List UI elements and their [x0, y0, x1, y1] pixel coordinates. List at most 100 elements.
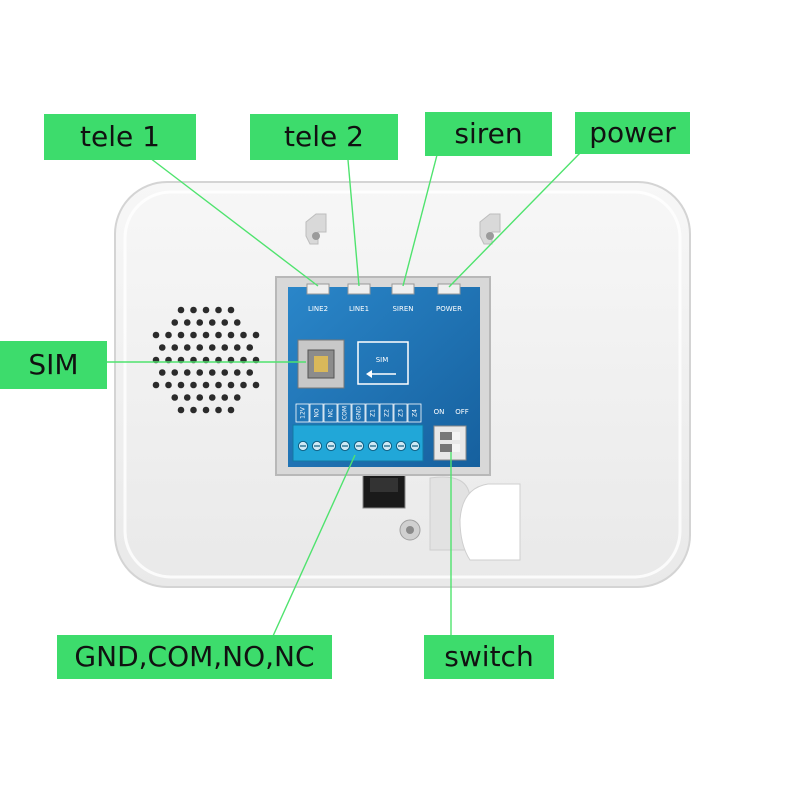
switch-label: switch	[424, 635, 554, 679]
line1-text: LINE1	[349, 305, 369, 313]
terminal-label-box	[407, 403, 422, 423]
speaker-hole	[177, 381, 185, 389]
speaker-hole	[221, 369, 229, 376]
on-text: ON	[434, 408, 445, 416]
terminal-label-text: NC	[328, 409, 335, 418]
speaker-hole	[202, 306, 210, 314]
terminal-label-text: GND	[356, 406, 363, 420]
sim-board-text: SIM	[376, 356, 389, 364]
speaker-hole	[221, 394, 229, 401]
speaker-hole	[171, 394, 179, 401]
speaker-hole	[215, 381, 222, 389]
sim-marking: SIM	[357, 341, 409, 385]
speaker-hole	[177, 406, 185, 414]
terminal-label-text: Z4	[412, 409, 419, 417]
power-socket	[437, 283, 461, 295]
speaker-hole	[171, 369, 179, 376]
speaker-hole	[183, 319, 191, 326]
terminal-label-box	[295, 403, 310, 423]
terminal-label-text: NO	[314, 408, 321, 417]
siren-label: siren	[425, 112, 552, 156]
speaker-hole	[227, 306, 235, 314]
housing-cutouts	[362, 469, 521, 561]
speaker-hole	[196, 344, 204, 351]
speaker-hole	[152, 381, 160, 389]
speaker-hole	[215, 306, 222, 314]
terminal-label-box	[337, 403, 352, 423]
speaker-hole	[215, 331, 222, 339]
speaker-hole	[240, 381, 247, 389]
speaker-hole	[177, 331, 185, 339]
terminal-label-text: COM	[342, 406, 349, 420]
leader-lines	[107, 149, 584, 637]
terminal-labels: 12V NO NC COM GND Z1 Z2 Z3 Z4	[295, 403, 422, 423]
speaker-hole	[158, 344, 166, 351]
siren-text: SIREN	[392, 305, 413, 313]
terminal-label-text: 12V	[300, 406, 307, 419]
speaker-hole	[152, 331, 160, 339]
speaker-hole	[246, 369, 254, 376]
speaker-hole	[252, 381, 260, 389]
speaker-hole	[196, 394, 204, 401]
leader-siren	[402, 154, 438, 287]
speaker-hole	[233, 369, 241, 376]
line2-text: LINE2	[308, 305, 328, 313]
leader-tele1	[149, 157, 319, 287]
speaker-hole	[190, 306, 197, 314]
speaker-hole	[221, 344, 229, 351]
speaker-hole	[227, 331, 235, 339]
speaker-hole	[233, 394, 241, 401]
speaker-hole	[208, 369, 216, 376]
speaker-hole	[240, 331, 247, 339]
speaker-hole	[190, 381, 197, 389]
speaker-hole	[183, 344, 191, 351]
back-compartment: LINE2 LINE1 SIREN POWER SIM 12V NO NC COM GN…	[275, 276, 491, 476]
speaker-hole	[252, 331, 260, 339]
leader-gnd	[272, 454, 356, 637]
sim-holder	[297, 339, 345, 389]
terminal-label-box	[323, 403, 338, 423]
speaker-hole	[165, 381, 172, 389]
power-label: power	[575, 112, 690, 154]
speaker-hole	[221, 319, 229, 326]
off-text: OFF	[455, 408, 469, 416]
terminal-label-box	[309, 403, 324, 423]
speaker-hole	[183, 394, 191, 401]
speaker-hole	[208, 394, 216, 401]
speaker-hole	[190, 331, 197, 339]
terminal-label-box	[379, 403, 394, 423]
speaker-hole	[202, 331, 210, 339]
arrow-left-icon	[366, 370, 372, 378]
speaker-hole	[196, 369, 204, 376]
speaker-hole	[208, 344, 216, 351]
power-text: POWER	[436, 305, 462, 313]
speaker-hole	[171, 344, 179, 351]
mount-slot-left	[305, 213, 327, 245]
speaker-hole	[227, 381, 235, 389]
dip-switch: ON OFF	[433, 408, 469, 461]
terminal-label-text: Z2	[384, 409, 391, 417]
mount-slot-right	[479, 213, 501, 245]
speaker-hole	[196, 319, 204, 326]
speaker-hole	[227, 406, 235, 414]
speaker-hole	[202, 381, 210, 389]
terminal-label-box	[365, 403, 380, 423]
speaker-hole	[183, 369, 191, 376]
speaker-hole	[158, 369, 166, 376]
gnd-com-no-nc-label: GND,COM,NO,NC	[57, 635, 332, 679]
sim-label: SIM	[0, 341, 107, 389]
speaker-hole	[246, 344, 254, 351]
terminal-label-text: Z3	[398, 409, 405, 417]
terminal-label-text: Z1	[370, 409, 377, 417]
tele1-label: tele 1	[44, 114, 196, 160]
terminal-label-box	[351, 403, 366, 423]
leader-power	[448, 149, 584, 288]
speaker-hole	[171, 319, 179, 326]
terminal-screws	[297, 440, 421, 452]
speaker-hole	[233, 344, 241, 351]
speaker-hole	[215, 406, 222, 414]
speaker-hole	[190, 406, 197, 414]
tele2-label: tele 2	[250, 114, 398, 160]
terminal-label-box	[393, 403, 408, 423]
speaker-hole	[177, 306, 185, 314]
